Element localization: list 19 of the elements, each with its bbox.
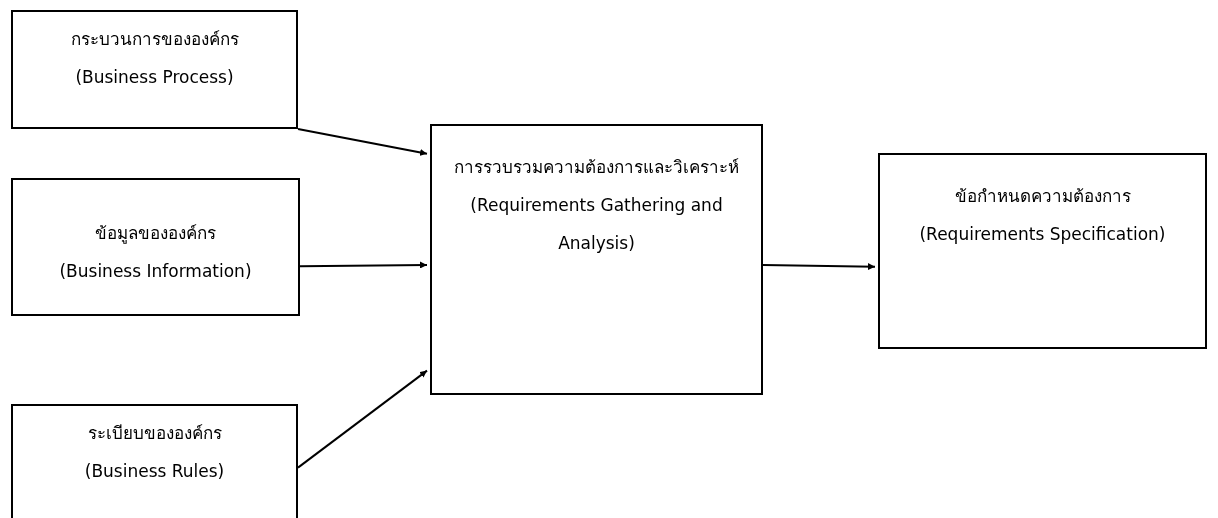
process-box xyxy=(430,124,763,395)
node-title: กระบวนการขององค์กร xyxy=(70,28,239,51)
process-box xyxy=(11,10,298,129)
node-subtitle: (Requirements Specification) xyxy=(919,223,1166,246)
node-title: ข้อกำหนดความต้องการ xyxy=(954,185,1131,208)
arrow xyxy=(297,369,428,469)
arrow xyxy=(299,261,428,269)
node-subtitle: (Business Information) xyxy=(59,260,252,283)
node-title: ข้อมูลขององค์กร xyxy=(95,222,216,246)
node-subtitle: (Business Process) xyxy=(75,66,234,89)
arrow xyxy=(762,263,876,271)
process-box xyxy=(878,153,1207,349)
node-subtitle: (Business Rules) xyxy=(84,460,225,483)
arrow xyxy=(297,128,428,156)
process-box xyxy=(11,404,298,518)
node-subtitle: (Requirements Gathering and Analysis) xyxy=(469,194,724,255)
node-title: การรวบรวมความต้องการและวิเคราะห์ xyxy=(454,156,739,179)
process-box xyxy=(11,178,300,316)
node-title: ระเบียบขององค์กร xyxy=(87,422,222,445)
